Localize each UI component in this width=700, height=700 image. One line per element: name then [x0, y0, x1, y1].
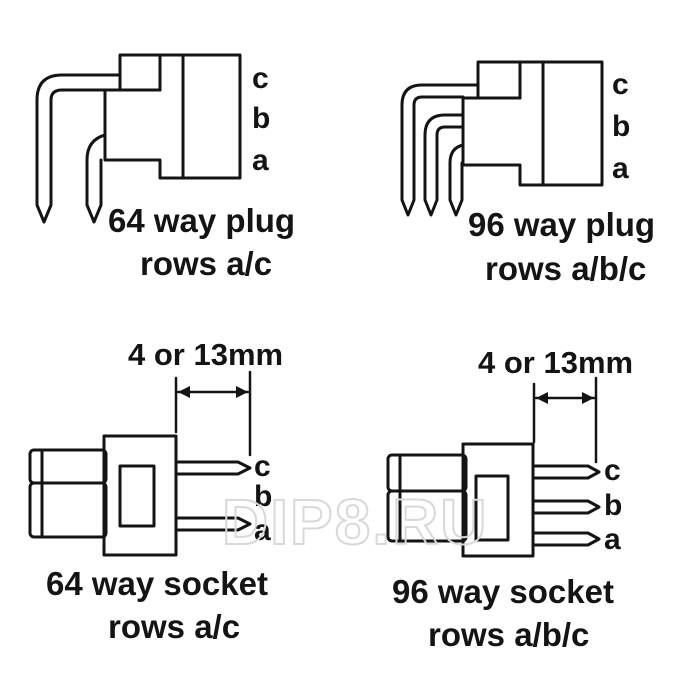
- socket-96-row-c-label: c: [604, 454, 621, 487]
- socket-96-arrowhead-right: [582, 392, 594, 404]
- socket-64-rows-caption: rows a/c: [108, 608, 240, 645]
- socket-64-pin-c: [174, 460, 252, 476]
- socket-64-arrowhead-right: [236, 386, 248, 398]
- socket-96-pin-b: [531, 499, 601, 515]
- socket-64-caption: 64 way socket: [46, 565, 268, 602]
- plug-96-way: c b a 96 way plug rows a/b/c: [400, 60, 655, 287]
- socket-96-row-a-label: a: [604, 523, 621, 556]
- plug-64-row-c-label: c: [252, 62, 269, 95]
- socket-96-pin-c: [531, 464, 601, 480]
- watermark: DIP8.RU: [222, 486, 489, 558]
- plug-64-pin-a: [85, 133, 107, 224]
- plug-96-row-b-label: b: [612, 110, 630, 143]
- socket-64-row-c-label: c: [254, 450, 271, 483]
- socket-96-flange-inner: [474, 474, 510, 542]
- socket-64-dimension-label: 4 or 13mm: [128, 337, 283, 372]
- socket-64-pin-a: [174, 516, 252, 532]
- plug-64-way: c b a 64 way plug rows a/c: [35, 53, 295, 282]
- socket-64-body-lower: [28, 481, 108, 539]
- plug-96-pin-a: [448, 143, 465, 217]
- socket-96-arrowhead-left: [536, 392, 548, 404]
- plug-64-pin-c: [35, 73, 122, 224]
- plug-64-caption: 64 way plug: [108, 202, 295, 239]
- socket-64-row-a-label: a: [254, 514, 271, 547]
- socket-64-flange-inner: [118, 464, 156, 528]
- socket-96-row-b-label: b: [604, 489, 622, 522]
- socket-96-body-lower: [386, 489, 468, 543]
- socket-64-row-b-label: b: [254, 480, 272, 513]
- socket-96-pin-a: [531, 531, 601, 547]
- plug-96-body: [461, 60, 604, 187]
- socket-96-rows-caption: rows a/b/c: [428, 616, 589, 653]
- plug-64-row-a-label: a: [252, 144, 269, 177]
- plug-96-pin-b: [423, 113, 465, 217]
- plug-96-row-c-label: c: [612, 68, 629, 101]
- socket-96-caption: 96 way socket: [392, 573, 614, 610]
- socket-64-arrowhead-left: [178, 386, 190, 398]
- socket-96-dimension-label: 4 or 13mm: [478, 345, 633, 380]
- socket-96-way: 4 or 13mm c b a 96 way socket rows a/b/c: [386, 345, 633, 653]
- plug-64-body: [103, 53, 242, 180]
- plug-96-caption: 96 way plug: [468, 206, 655, 243]
- plug-96-pin-c: [400, 83, 480, 217]
- plug-96-row-a-label: a: [612, 152, 629, 185]
- plug-96-rows-caption: rows a/b/c: [485, 250, 646, 287]
- socket-64-flange: [102, 434, 178, 557]
- plug-64-row-b-label: b: [252, 102, 270, 135]
- socket-64-way: 4 or 13mm c b a 64 way socket rows a/c: [28, 337, 283, 645]
- plug-64-rows-caption: rows a/c: [140, 245, 272, 282]
